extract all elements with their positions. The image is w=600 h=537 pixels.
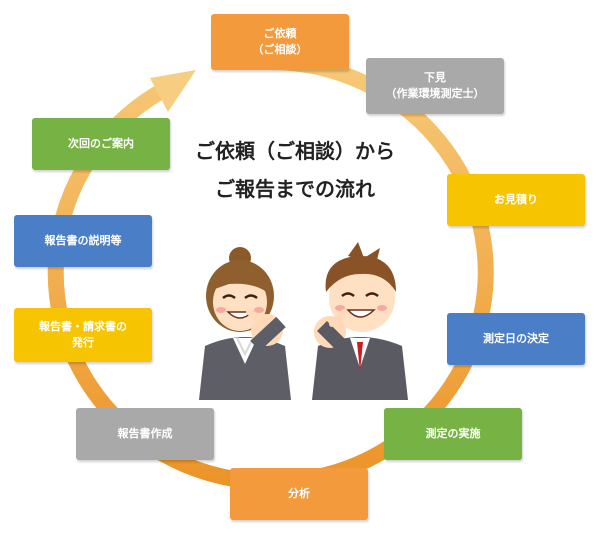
flow-title-line1: ご依頼（ご相談）から xyxy=(195,139,395,163)
male-worker-illustration xyxy=(312,242,408,400)
female-worker-illustration xyxy=(199,247,291,400)
step-measurement: 測定の実施 xyxy=(384,408,522,460)
step-report-explanation: 報告書の説明等 xyxy=(14,215,152,267)
step-next-guidance: 次回のご案内 xyxy=(32,118,170,170)
step-site-inspection: 下見（作業環境測定士） xyxy=(366,58,504,114)
step-measurement-date: 測定日の決定 xyxy=(447,313,585,365)
step-analysis: 分析 xyxy=(230,468,368,520)
step-request-consultation: ご依頼（ご相談） xyxy=(211,14,349,70)
step-report-invoice-issue: 報告書・請求書の発行 xyxy=(14,308,152,362)
flow-title: ご依頼（ご相談）から ご報告までの流れ xyxy=(170,132,420,208)
step-estimate: お見積り xyxy=(447,174,585,226)
cycle-arrowhead xyxy=(150,70,196,112)
step-report-creation: 報告書作成 xyxy=(76,408,214,460)
flow-title-line2: ご報告までの流れ xyxy=(215,177,375,201)
